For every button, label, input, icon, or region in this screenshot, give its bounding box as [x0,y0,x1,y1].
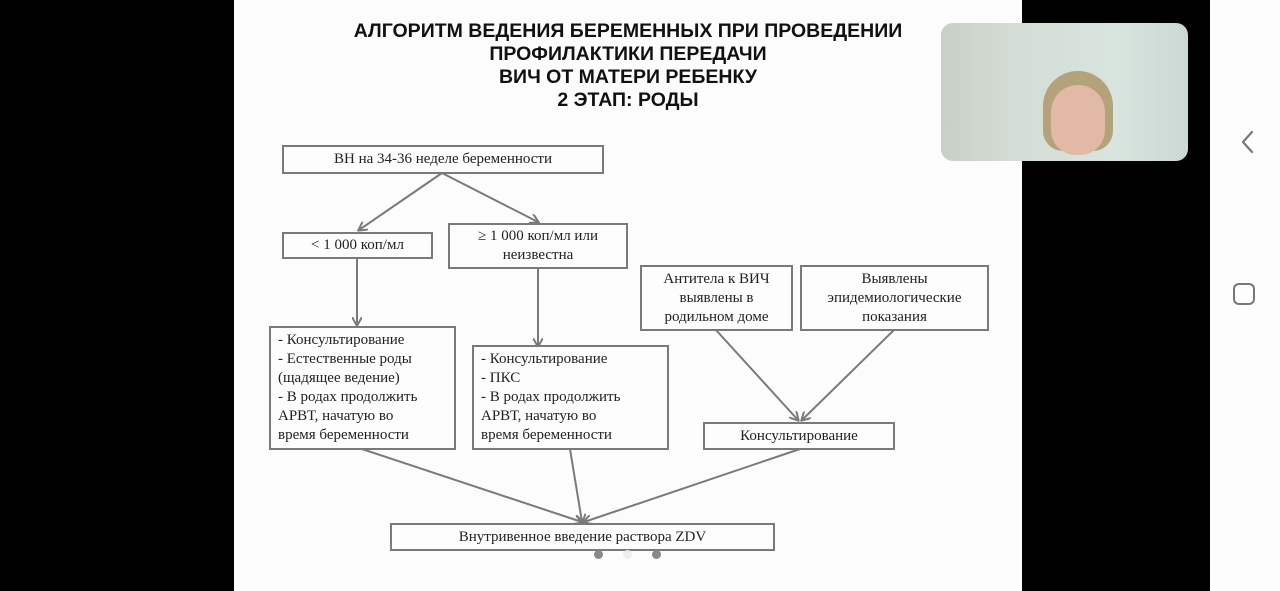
node-iv-zdv: Внутривенное введение раствора ZDV [390,523,775,551]
node-text: эпидемиологические [827,289,962,306]
arrow-low-actions-to-zdv [361,448,582,522]
node-text: АРВТ, начатую во [278,408,394,424]
title-line: ПРОФИЛАКТИКИ ПЕРЕДАЧИ [489,43,767,65]
node-hiv-antibodies-detected: Антитела к ВИЧ выявлены в родильном доме [640,265,793,331]
title-line: ВИЧ ОТ МАТЕРИ РЕБЕНКУ [498,66,758,88]
node-text: - Консультирование [481,351,608,367]
node-text: - В родах продолжить [481,389,621,405]
chevron-left-icon[interactable] [1236,128,1260,156]
arrow-epidem-to-consult [802,329,895,420]
presenter-video[interactable] [941,23,1188,161]
title-line: 2 ЭТАП: РОДЫ [557,89,699,111]
node-text: ВН на 34-36 неделе беременности [333,151,552,167]
node-text: показания [862,308,927,325]
home-square-icon[interactable] [1233,283,1255,305]
pager-dot-active[interactable] [623,550,632,559]
node-text: ≥ 1 000 коп/мл или [478,228,598,244]
node-text: Антитела к ВИЧ [663,270,770,287]
node-text: Выявлены [861,270,928,287]
node-text: Внутривенное введение раствора ZDV [458,528,707,545]
node-text: - Естественные роды [278,351,412,367]
arrow-consult-to-zdv [584,448,801,522]
node-epidemiological-indications: Выявлены эпидемиологические показания [800,265,989,331]
node-text: (щадящее ведение) [278,370,400,386]
node-low-actions: - Консультирование - Естественные роды (… [269,326,456,450]
node-text: неизвестна [502,247,574,263]
node-low-viral-load: < 1 000 коп/мл [282,232,433,259]
node-viral-load-34-36: ВН на 34-36 неделе беременности [282,145,604,174]
arrow-vn-to-high [441,172,538,222]
node-text: время беременности [278,427,409,443]
node-text: - ПКС [481,370,521,386]
arrow-vn-to-low [359,172,443,230]
android-navigation-bar [1210,0,1280,591]
node-text: - В родах продолжить [278,389,418,405]
node-text: - Консультирование [278,332,405,348]
arrow-high-actions-to-zdv [569,448,582,522]
node-text: выявлены в [679,289,754,306]
pager-dot[interactable] [652,550,661,559]
presentation-slide: АЛГОРИТМ ВЕДЕНИЯ БЕРЕМЕННЫХ ПРИ ПРОВЕДЕН… [234,0,1022,591]
node-text: родильном доме [664,308,769,325]
node-text: время беременности [481,427,612,443]
node-text: Консультирование [740,427,858,444]
node-high-viral-load: ≥ 1 000 коп/мл или неизвестна [448,223,628,269]
node-counseling: Консультирование [703,422,895,450]
title-line: АЛГОРИТМ ВЕДЕНИЯ БЕРЕМЕННЫХ ПРИ ПРОВЕДЕН… [353,20,903,42]
node-text: АРВТ, начатую во [481,408,597,424]
presenter-face [1051,85,1105,155]
node-high-actions: - Консультирование - ПКС - В родах продо… [472,345,669,450]
pager-dot[interactable] [594,550,603,559]
arrow-antibodies-to-consult [715,329,798,420]
node-text: < 1 000 коп/мл [311,237,404,253]
slide-title: АЛГОРИТМ ВЕДЕНИЯ БЕРЕМЕННЫХ ПРИ ПРОВЕДЕН… [234,20,1022,112]
